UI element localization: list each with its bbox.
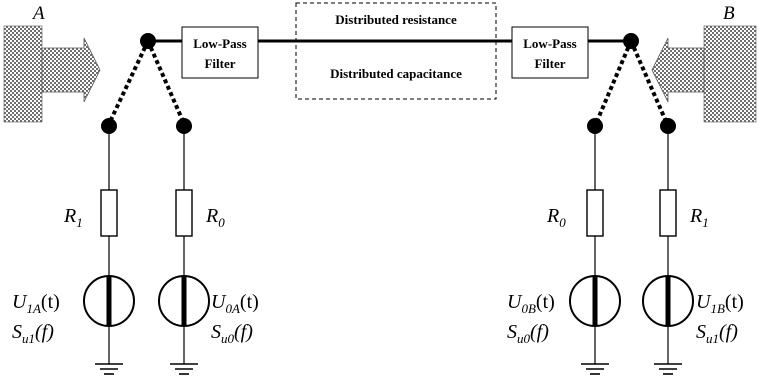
resistor-label-r0-a: R0: [205, 205, 225, 230]
branch-b0: [569, 126, 621, 375]
filter-left-label-1: Low-Pass: [193, 36, 246, 51]
resistor-r0-b: [586, 189, 604, 237]
ground-a0-icon: [170, 363, 198, 375]
psd-label-su0-b: Su0(f): [507, 321, 549, 346]
switch-b: [587, 33, 676, 134]
ground-b1-icon: [654, 363, 682, 375]
branch-b1: [642, 126, 694, 375]
arrow-left-icon: [651, 37, 705, 103]
source-label-u1b: U1B(t): [696, 291, 744, 316]
resistor-label-r1-a: R1: [63, 205, 83, 230]
source-label-u0b: U0B(t): [507, 291, 555, 316]
branch-a0: [158, 126, 210, 375]
filter-right-label-2: Filter: [534, 56, 565, 71]
terminal-a: [3, 25, 101, 123]
low-pass-filter-left: [181, 26, 259, 79]
switch-a-pivot: [140, 33, 156, 49]
label-a: A: [31, 3, 45, 24]
switch-b-pivot: [623, 33, 639, 49]
distributed-element-box: [295, 2, 497, 100]
filter-left-label-2: Filter: [204, 56, 235, 71]
distributed-resistance-label: Distributed resistance: [335, 12, 457, 27]
resistor-r0-a: [175, 189, 193, 237]
ground-a1-icon: [95, 363, 123, 375]
resistor-r1-a: [100, 189, 118, 237]
terminal-b: [651, 25, 757, 123]
low-pass-filter-right: [511, 26, 589, 79]
arrow-right-icon: [41, 37, 101, 103]
resistor-r1-b: [659, 189, 677, 237]
branch-a1: [83, 126, 135, 375]
distributed-capacitance-label: Distributed capacitance: [330, 66, 462, 81]
psd-label-su0-a: Su0(f): [211, 321, 253, 346]
resistor-label-r0-b: R0: [546, 205, 566, 230]
psd-label-su1-a: Su1(f): [12, 321, 54, 346]
source-label-u0a: U0A(t): [211, 291, 259, 316]
source-label-u1a: U1A(t): [12, 291, 60, 316]
psd-label-su1-b: Su1(f): [696, 321, 738, 346]
switch-a: [101, 33, 192, 134]
ground-b0-icon: [581, 363, 609, 375]
filter-right-label-1: Low-Pass: [523, 36, 576, 51]
resistor-label-r1-b: R1: [689, 205, 709, 230]
label-b: B: [723, 3, 735, 24]
